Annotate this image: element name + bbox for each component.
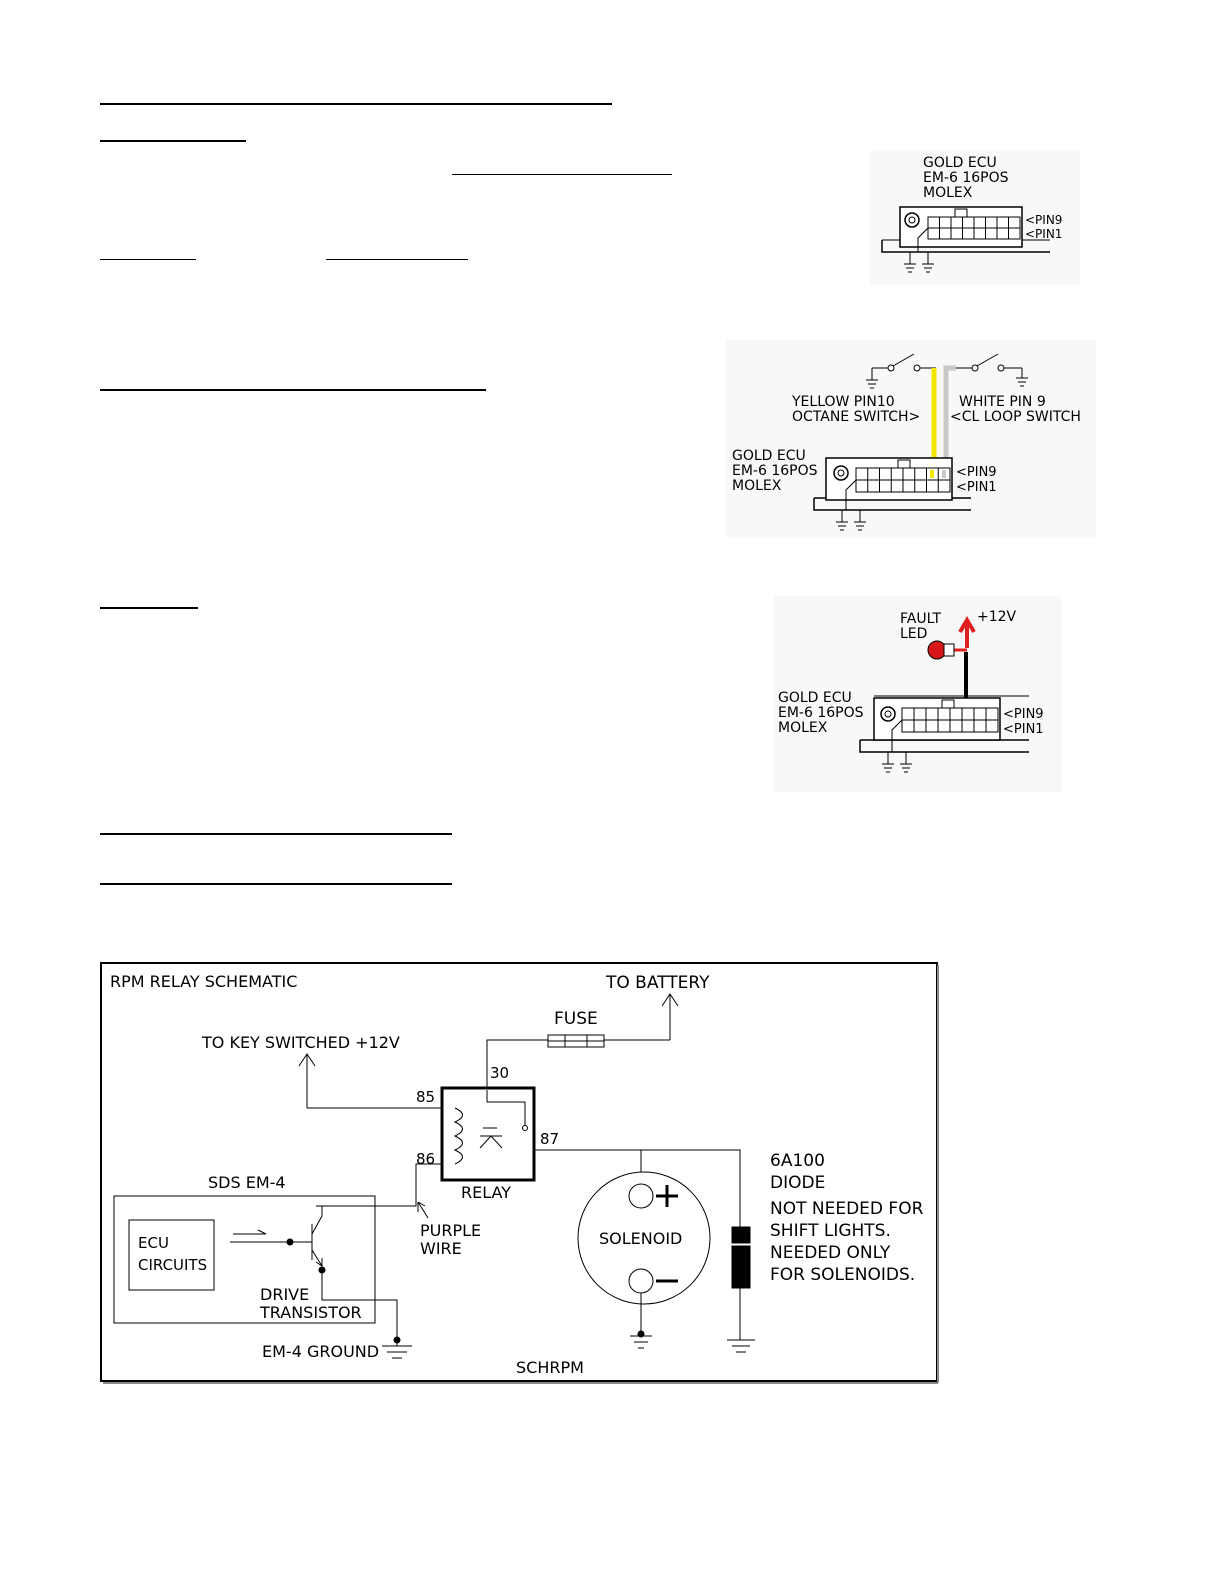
pin86-label: 86 <box>416 1150 435 1168</box>
white-wire <box>943 365 956 475</box>
pin-grid <box>855 467 951 493</box>
rpm-relay-schematic: RPM RELAY SCHEMATIC TO BATTERY FUSE TO K… <box>100 962 940 1384</box>
ecu-label-line2: EM-6 16POS <box>778 705 864 721</box>
ground-icon <box>882 752 912 773</box>
connector-diagram-basic: GOLD ECU EM-6 16POS MOLEX <PIN9 <PIN1 <box>870 150 1080 285</box>
pin87-label: 87 <box>540 1130 559 1148</box>
to-key-label: TO KEY SWITCHED +12V <box>201 1033 400 1052</box>
relay-coil-icon <box>453 1107 463 1165</box>
heading-rule-7 <box>100 607 198 609</box>
ecu-label-line2: EM-6 16POS <box>923 170 1009 186</box>
fuse-label: FUSE <box>554 1009 598 1029</box>
ecu-label-line1: GOLD ECU <box>732 448 806 464</box>
relay-box <box>440 1086 536 1182</box>
ecu-label-line3: MOLEX <box>732 478 782 494</box>
heading-rule-2 <box>100 140 246 142</box>
pin1-label: <PIN1 <box>1025 227 1062 241</box>
ground-icon <box>836 510 866 531</box>
purple-wire-line1: PURPLE <box>420 1221 481 1240</box>
mount-hole-icon <box>904 212 920 228</box>
mount-hole-icon <box>833 465 849 481</box>
diode-note-line6: FOR SOLENOIDS. <box>770 1265 915 1285</box>
ecu-label-line1: GOLD ECU <box>778 690 852 706</box>
heading-rule-8 <box>100 833 452 835</box>
relay-contact-icon <box>479 1090 528 1149</box>
schematic-title: RPM RELAY SCHEMATIC <box>110 972 297 991</box>
pin-grid <box>901 707 999 733</box>
ground-icon <box>904 252 934 273</box>
yellow-label-line1: YELLOW PIN10 <box>791 394 895 410</box>
diode-note-line1: 6A100 <box>770 1151 825 1171</box>
diode-note-line2: DIODE <box>770 1173 825 1193</box>
diode-note-line3: NOT NEEDED FOR <box>770 1199 924 1219</box>
signal-arrow-icon <box>233 1229 267 1235</box>
pin30-label: 30 <box>490 1064 509 1082</box>
octane-switch-icon <box>866 353 936 389</box>
ecu-circuits-line1: ECU <box>138 1234 169 1252</box>
mount-hole-icon <box>880 706 896 722</box>
to-battery-label: TO BATTERY <box>605 973 710 993</box>
pin-grid <box>927 216 1021 240</box>
supply-arrow-icon <box>958 616 976 648</box>
schematic-footer: SCHRPM <box>516 1358 584 1377</box>
fault-label-line1: FAULT <box>900 611 941 627</box>
connector-diagram-switches: YELLOW PIN10 OCTANE SWITCH> WHITE PIN 9 … <box>726 340 1096 538</box>
ecu-label-line3: MOLEX <box>778 720 828 736</box>
diode-note-line4: SHIFT LIGHTS. <box>770 1221 891 1241</box>
drive-transistor-line2: TRANSISTOR <box>259 1303 362 1322</box>
sds-label: SDS EM-4 <box>208 1173 286 1192</box>
heading-rule-9 <box>100 883 452 885</box>
purple-wire-pointer-icon <box>417 1201 429 1219</box>
battery-arrow-icon <box>661 993 679 1040</box>
em4-ground-icon <box>382 1336 412 1359</box>
pin1-label: <PIN1 <box>956 480 997 495</box>
purple-wire-line2: WIRE <box>420 1239 462 1258</box>
solenoid-label: SOLENOID <box>599 1229 682 1248</box>
fault-label-line2: LED <box>900 626 927 642</box>
pin9-label: <PIN9 <box>956 465 997 480</box>
supply-label: +12V <box>977 609 1017 625</box>
white-label-line1: WHITE PIN 9 <box>959 394 1046 410</box>
diode-icon <box>727 1150 755 1353</box>
pin9-label: <PIN9 <box>1003 707 1044 722</box>
sds-em4-box <box>113 1195 376 1324</box>
fault-led-icon <box>927 640 947 660</box>
ecu-label-line3: MOLEX <box>923 185 973 201</box>
connector-diagram-fault-led: FAULT LED +12V GOLD ECU EM-6 16POS MOLEX… <box>774 596 1062 792</box>
fuse-icon <box>547 1034 605 1048</box>
em4-ground-label: EM-4 GROUND <box>262 1342 379 1361</box>
heading-rule-1 <box>100 103 612 105</box>
pin1-label: <PIN1 <box>1003 722 1044 737</box>
white-label-line2: <CL LOOP SWITCH <box>950 409 1081 425</box>
relay-label: RELAY <box>461 1183 511 1202</box>
underline-rule-4 <box>100 259 196 260</box>
underline-rule-3 <box>452 174 672 175</box>
underline-rule-5 <box>326 259 468 260</box>
ecu-label-line1: GOLD ECU <box>923 155 997 171</box>
ecu-label-line2: EM-6 16POS <box>732 463 818 479</box>
solenoid-icon <box>577 1171 711 1349</box>
drive-transistor-line1: DRIVE <box>260 1285 309 1304</box>
key-arrow-icon <box>298 1053 316 1108</box>
cl-loop-switch-icon <box>956 353 1028 387</box>
diode-note-line5: NEEDED ONLY <box>770 1243 891 1263</box>
drive-transistor-icon <box>230 1205 416 1340</box>
ecu-circuits-box <box>128 1219 215 1291</box>
pin85-label: 85 <box>416 1088 435 1106</box>
pin9-label: <PIN9 <box>1025 213 1062 227</box>
heading-rule-6 <box>100 389 486 391</box>
ecu-circuits-line2: CIRCUITS <box>138 1256 207 1274</box>
yellow-label-line2: OCTANE SWITCH> <box>792 409 920 425</box>
